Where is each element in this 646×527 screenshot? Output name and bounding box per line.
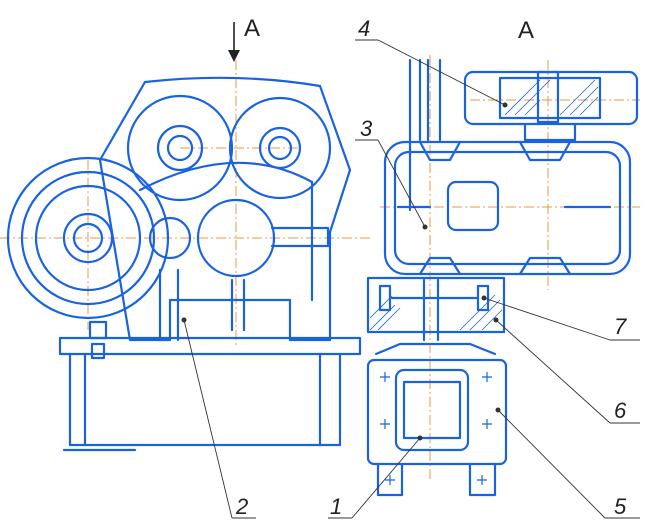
- callout-1: 1: [330, 494, 342, 519]
- callouts: 4 3 7 6 5 1 2: [181, 16, 640, 519]
- section-mark-left: A: [244, 15, 260, 42]
- section-view: [366, 58, 639, 497]
- gearbox-3: [383, 140, 632, 276]
- callout-6: 6: [614, 398, 627, 423]
- large-pulley: [6, 156, 170, 320]
- callout-7: 7: [614, 314, 627, 339]
- callout-5: 5: [614, 494, 627, 519]
- middle-gear: [196, 198, 276, 278]
- reducer-housing: [98, 76, 352, 342]
- motor-1: [366, 358, 508, 466]
- callout-2: 2: [235, 494, 248, 519]
- callout-3: 3: [360, 116, 373, 141]
- upper-gear-right: [228, 96, 332, 200]
- callout-4: 4: [358, 16, 370, 41]
- section-arrow: A A: [228, 15, 534, 62]
- side-view: [6, 76, 362, 452]
- section-mark-right: A: [518, 17, 534, 44]
- base-plate: [58, 336, 362, 356]
- upper-gear-left: [126, 94, 234, 202]
